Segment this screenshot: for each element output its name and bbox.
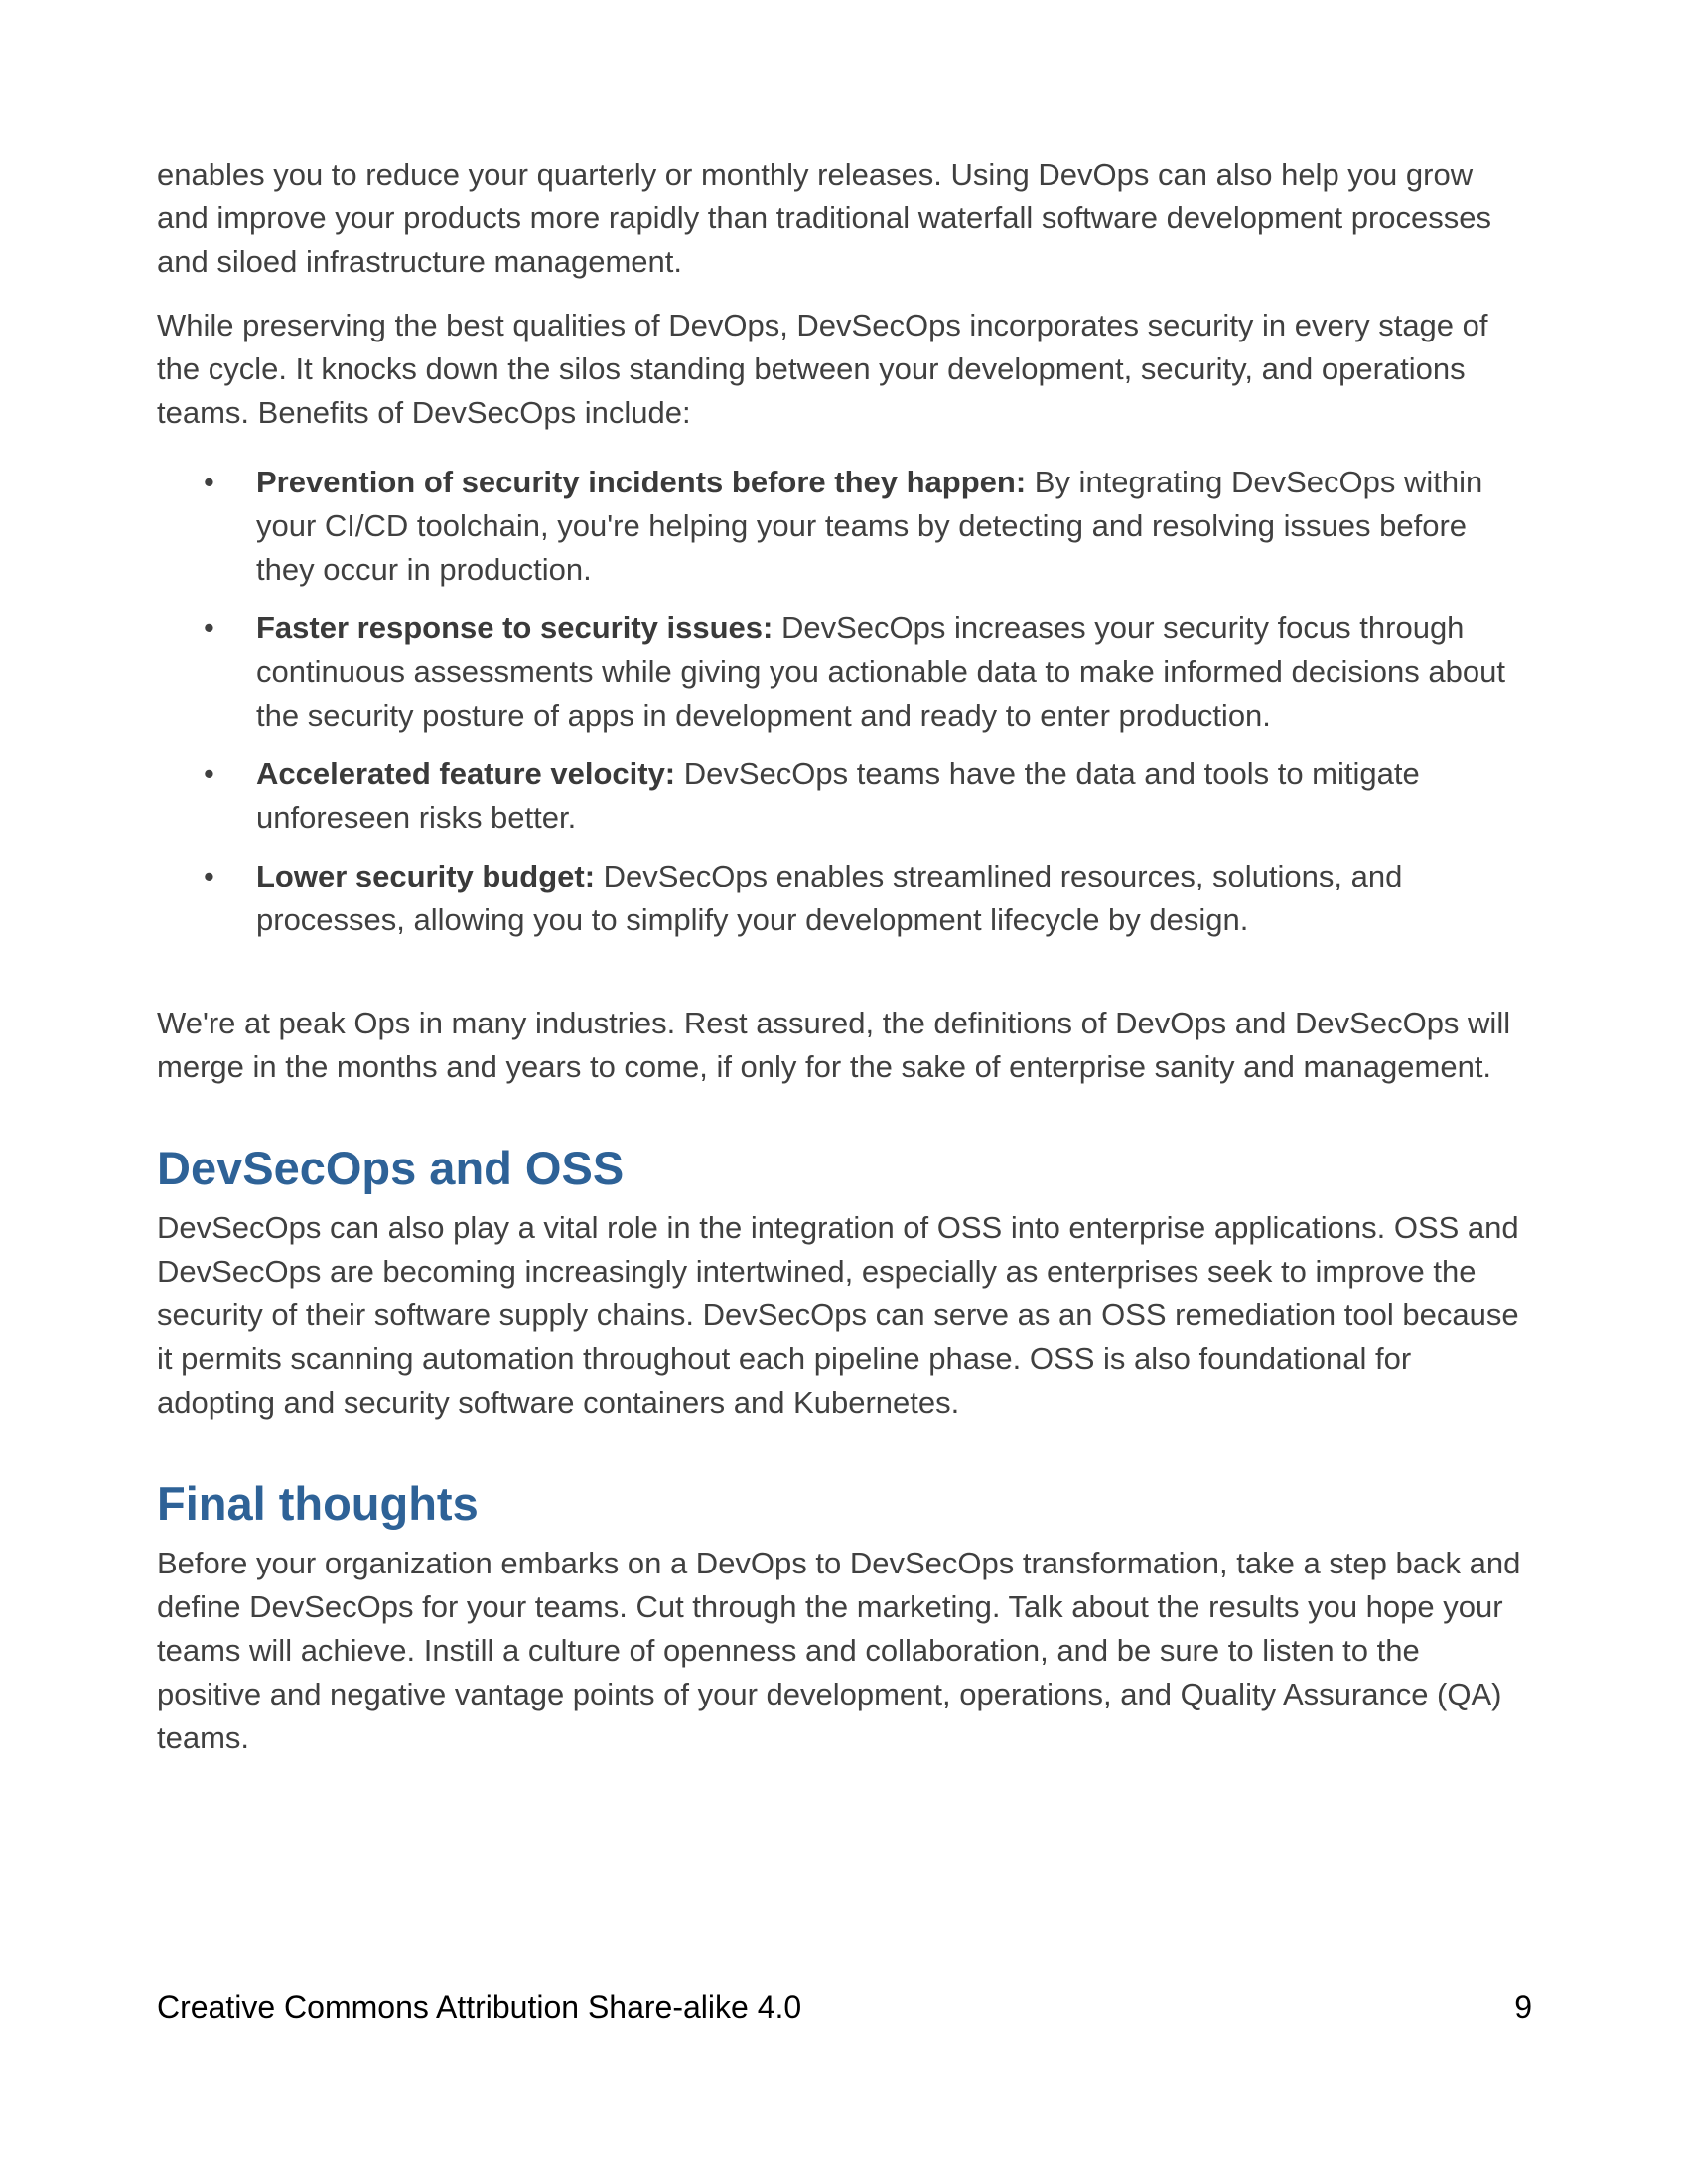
final-thoughts-paragraph: Before your organization embarks on a De… <box>157 1546 1521 1755</box>
list-item-text: DevSecOps increases your security focus … <box>256 611 1505 733</box>
list-item: • Accelerated feature velocity: DevSecOp… <box>157 752 1532 840</box>
license-text: Creative Commons Attribution Share-alike… <box>157 1989 802 2025</box>
list-item-title: Lower security budget: <box>256 859 596 893</box>
list-item: • Prevention of security incidents befor… <box>157 461 1532 592</box>
list-item-text: DevSecOps enables streamlined resources,… <box>256 859 1403 937</box>
bullet-icon: • <box>204 756 214 791</box>
benefits-intro-paragraph: While preserving the best qualities of D… <box>157 308 1488 430</box>
section-heading-final-thoughts: Final thoughts <box>157 1477 479 1530</box>
intro-paragraph: enables you to reduce your quarterly or … <box>157 157 1492 279</box>
section-heading-oss: DevSecOps and OSS <box>157 1142 625 1194</box>
page-number: 9 <box>1514 1989 1532 2025</box>
list-item-text: By integrating DevSecOps within your CI/… <box>256 465 1483 587</box>
benefits-list: • Prevention of security incidents befor… <box>157 461 1532 942</box>
bullet-icon: • <box>204 465 214 499</box>
bullet-icon: • <box>204 611 214 645</box>
page-content: enables you to reduce your quarterly or … <box>157 153 1532 1760</box>
oss-paragraph: DevSecOps can also play a vital role in … <box>157 1210 1519 1420</box>
bullet-icon: • <box>204 859 214 893</box>
list-item: • Lower security budget: DevSecOps enabl… <box>157 855 1532 942</box>
list-item-title: Prevention of security incidents before … <box>256 465 1027 499</box>
list-item-text: DevSecOps teams have the data and tools … <box>256 756 1420 835</box>
list-item-title: Accelerated feature velocity: <box>256 756 676 791</box>
list-item: • Faster response to security issues: De… <box>157 607 1532 738</box>
peak-ops-paragraph: We're at peak Ops in many industries. Re… <box>157 1006 1511 1084</box>
list-item-title: Faster response to security issues: <box>256 611 774 645</box>
